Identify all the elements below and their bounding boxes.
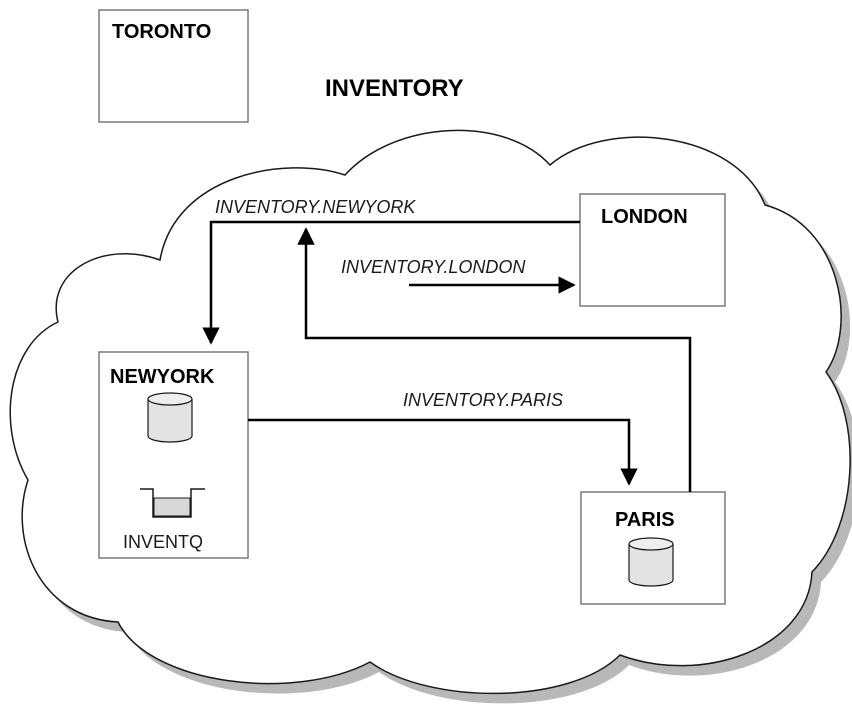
cylinder-icon: [628, 537, 674, 587]
channel-paris-to-newyork-line: [297, 227, 692, 492]
queue-icon: [140, 488, 205, 518]
channel-to-newyork-line: [202, 220, 580, 345]
toronto-label: TORONTO: [112, 21, 211, 43]
channel-to-london-label: INVENTORY.LONDON: [341, 257, 526, 277]
toronto-queue-manager: [98, 9, 249, 123]
channel-to-newyork-label: INVENTORY.NEWYORK: [215, 197, 416, 217]
inventq-label: INVENTQ: [123, 532, 203, 552]
london-queue-manager: [579, 193, 726, 307]
channel-to-paris-label: INVENTORY.PARIS: [403, 390, 563, 410]
cylinder-icon: [147, 392, 193, 443]
london-label: LONDON: [601, 206, 688, 228]
paris-label: PARIS: [615, 509, 675, 531]
newyork-queue-manager: [98, 351, 249, 559]
channel-to-paris-line: [248, 418, 638, 486]
newyork-label: NEWYORK: [110, 366, 215, 388]
cluster-name: INVENTORY: [325, 75, 464, 102]
